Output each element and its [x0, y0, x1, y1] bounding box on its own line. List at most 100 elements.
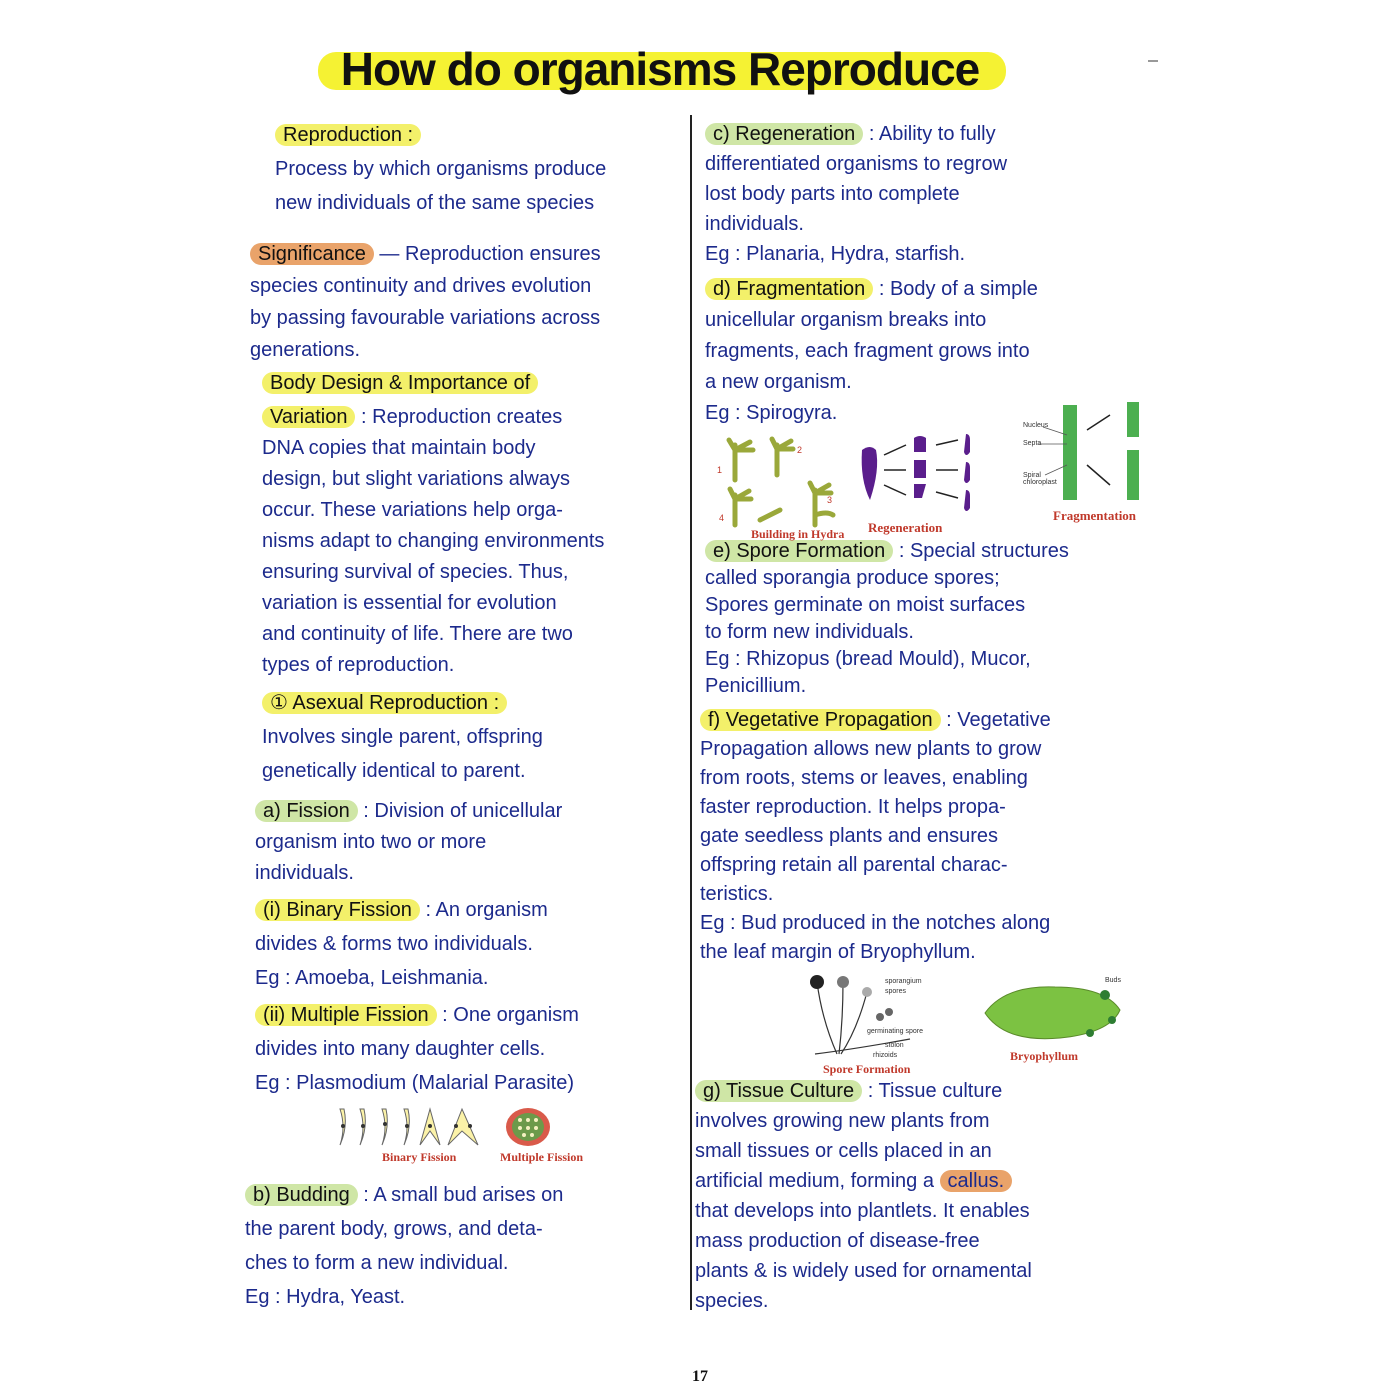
- svg-text:2: 2: [797, 445, 802, 455]
- chloroplast-label: Spiral chloroplast: [1023, 472, 1057, 486]
- hydra-illustration: 1 2 3 4: [717, 436, 836, 528]
- note-line: nisms adapt to changing environments: [262, 530, 605, 552]
- note-line: a new organism.: [705, 371, 852, 393]
- section-significance: Significance — Reproduction ensures speci…: [250, 238, 601, 366]
- heading-continuation: — Reproduction ensures: [373, 243, 601, 265]
- note-line: called sporangia produce spores;: [705, 567, 1000, 589]
- note-line: fragments, each fragment grows into: [705, 340, 1030, 362]
- heading-line: ① Asexual Reproduction :: [262, 686, 543, 720]
- binary-fission-illustration: [339, 1107, 479, 1146]
- stolon-label: stolon: [885, 1042, 904, 1049]
- note-line: variation is essential for evolution: [262, 592, 557, 614]
- note-line: generations.: [250, 339, 361, 361]
- note-line: DNA copies that maintain body: [262, 437, 536, 459]
- heading-line: (i) Binary Fission : An organism: [255, 893, 548, 927]
- note-line: by passing favourable variations across: [250, 307, 601, 329]
- note-line: species continuity and drives evolution: [250, 275, 592, 297]
- note-line: and continuity of life. There are two: [262, 623, 573, 645]
- heading-continuation: : A small bud arises on: [357, 1184, 564, 1206]
- fragmentation-figure: Nucleus Septa Spiral chloroplast Fragmen…: [1015, 400, 1155, 530]
- section-reproduction: Reproduction : Process by which organisms…: [275, 118, 606, 220]
- note-line: Process by which organisms produce: [275, 158, 607, 180]
- note-line: Eg : Planaria, Hydra, starfish.: [705, 243, 966, 265]
- section-regeneration: c) Regeneration : Ability to fully differ…: [705, 119, 1007, 269]
- multiple-fission-figure: Multiple Fission: [498, 1106, 583, 1166]
- note-line: faster reproduction. It helps propa-: [700, 796, 1006, 818]
- note-line: offspring retain all parental charac-: [700, 854, 1008, 876]
- heading-continuation: : Body of a simple: [873, 278, 1038, 300]
- svg-text:1: 1: [717, 465, 722, 475]
- regeneration-figure: Regeneration: [850, 430, 990, 540]
- septa-label: Septa: [1023, 440, 1042, 447]
- binary-fission-figure: Binary Fission: [330, 1106, 490, 1166]
- regeneration-caption: Regeneration: [868, 520, 943, 535]
- svg-text:4: 4: [719, 513, 724, 523]
- note-line: ensuring survival of species. Thus,: [262, 561, 569, 583]
- section-heading: (i) Binary Fission: [255, 899, 420, 921]
- sporangium-label: sporangium: [885, 978, 922, 985]
- heading-continuation: : Tissue culture: [862, 1080, 1003, 1102]
- heading-line: (ii) Multiple Fission : One organism: [255, 998, 579, 1032]
- hydra-budding-figure: 1 2 3 4 Building in Hydra: [715, 435, 855, 545]
- rhizoids-label: rhizoids: [873, 1052, 898, 1059]
- nucleus-label: Nucleus: [1023, 422, 1049, 429]
- page-title: How do organisms Reproduce: [340, 43, 981, 95]
- section-heading: Reproduction :: [275, 124, 422, 146]
- section-asexual: ① Asexual Reproduction : Involves single …: [262, 686, 543, 788]
- note-line-with-callus: artificial medium, forming a callus.: [695, 1166, 1032, 1196]
- germinating-spore-label: germinating spore: [867, 1028, 924, 1035]
- note-line: the leaf margin of Bryophyllum.: [700, 941, 976, 963]
- heading-line: Significance — Reproduction ensures: [250, 238, 601, 270]
- rhizopus-illustration: [810, 975, 911, 1055]
- corner-mark: [1148, 60, 1158, 62]
- spore-formation-figure: sporangium spores germinating spore stol…: [805, 972, 935, 1076]
- heading-line: c) Regeneration : Ability to fully: [705, 119, 1007, 149]
- note-line: Eg : Rhizopus (bread Mould), Mucor,: [705, 648, 1031, 670]
- note-line: Eg : Hydra, Yeast.: [245, 1286, 406, 1308]
- note-line: Propagation allows new plants to grow: [700, 738, 1042, 760]
- section-heading: d) Fragmentation: [705, 278, 874, 300]
- note-line: design, but slight variations always: [262, 468, 570, 490]
- note-line: Eg : Amoeba, Leishmania.: [255, 967, 489, 989]
- heading-continuation: : Vegetative: [940, 709, 1051, 731]
- multiple-fission-illustration: [506, 1108, 550, 1146]
- bryophyllum-caption: Bryophyllum: [1010, 1049, 1079, 1063]
- section-heading: a) Fission: [255, 800, 358, 822]
- heading-continuation: : An organism: [419, 899, 548, 921]
- column-divider: [690, 115, 692, 1310]
- section-heading: Variation: [262, 406, 356, 428]
- note-line: small tissues or cells placed in an: [695, 1140, 992, 1162]
- section-heading: f) Vegetative Propagation: [700, 709, 941, 731]
- note-line: Involves single parent, offspring: [262, 726, 543, 748]
- heading-line: Body Design & Importance of: [262, 368, 539, 398]
- note-line: involves growing new plants from: [695, 1110, 990, 1132]
- heading-line: d) Fragmentation : Body of a simple: [705, 274, 1038, 305]
- heading-continuation: : Special structures: [893, 540, 1069, 562]
- section-heading: g) Tissue Culture: [695, 1080, 863, 1102]
- heading-continuation: : Reproduction creates: [355, 406, 563, 428]
- spores-label: spores: [885, 988, 907, 995]
- note-line: differentiated organisms to regrow: [705, 153, 1008, 175]
- note-line: ches to form a new individual.: [245, 1252, 509, 1274]
- note-line: that develops into plantlets. It enables: [695, 1200, 1030, 1222]
- page-number: 17: [692, 1368, 708, 1385]
- multiple-fission-caption: Multiple Fission: [500, 1150, 584, 1164]
- svg-text:3: 3: [827, 495, 832, 505]
- budding-caption: Building in Hydra: [751, 527, 845, 541]
- section-heading: e) Spore Formation: [705, 540, 894, 562]
- note-line: from roots, stems or leaves, enabling: [700, 767, 1028, 789]
- section-body-design: Body Design & Importance of: [262, 368, 539, 398]
- note-line: occur. These variations help orga-: [262, 499, 563, 521]
- section-heading: (ii) Multiple Fission: [255, 1004, 437, 1026]
- section-heading: Body Design & Importance of: [262, 372, 539, 394]
- heading-line: g) Tissue Culture : Tissue culture: [695, 1076, 1032, 1106]
- section-tissue-culture: g) Tissue Culture : Tissue culture involv…: [695, 1076, 1032, 1316]
- section-spore-formation: e) Spore Formation : Special structures c…: [705, 538, 1069, 700]
- note-line: individuals.: [255, 862, 354, 884]
- note-line: Penicillium.: [705, 675, 807, 697]
- heading-line: Reproduction :: [275, 118, 606, 152]
- note-line: Eg : Plasmodium (Malarial Parasite): [255, 1072, 574, 1094]
- section-heading: ① Asexual Reproduction :: [262, 692, 508, 714]
